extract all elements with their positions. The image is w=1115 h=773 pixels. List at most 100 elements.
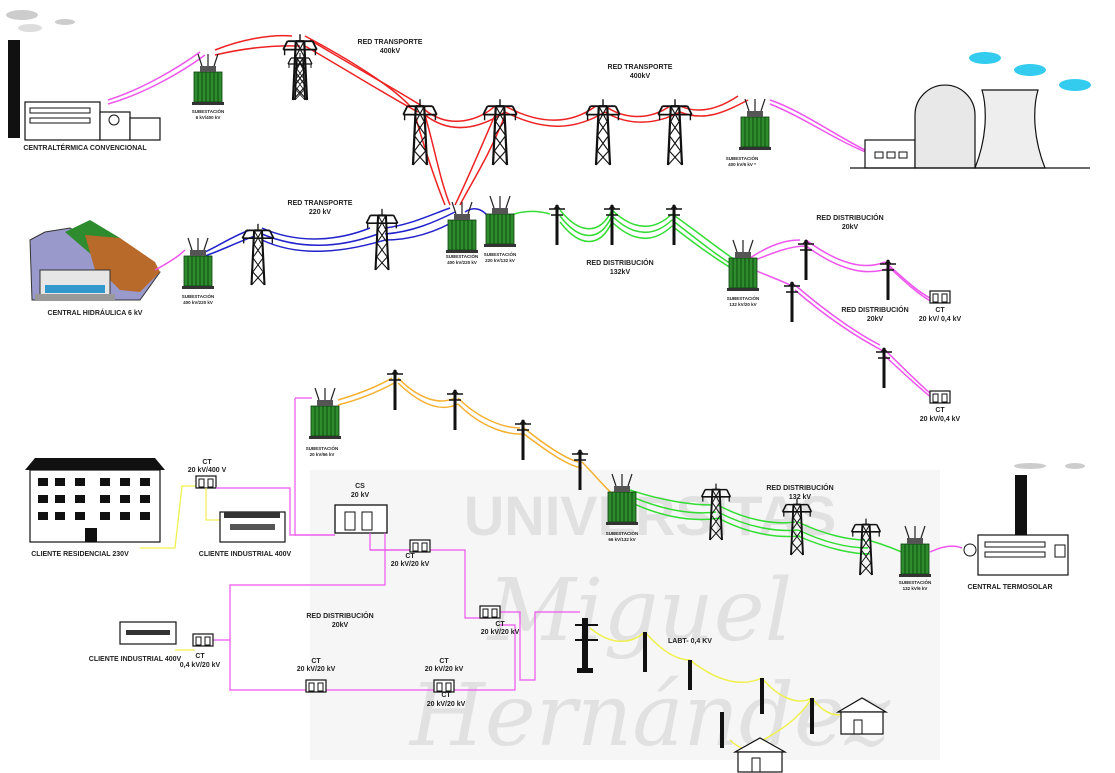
label-sub-220-132: SUBESTACIÓN [484, 250, 516, 257]
watermark-line3: Hernández [408, 666, 891, 766]
transformer-20-66 [308, 387, 342, 440]
label-ct-c: CT [405, 553, 415, 560]
label-ct-a-v: 20 kV/ 0,4 kV [919, 316, 962, 323]
label-sub-400-220-v: 400 kV/220 kV [447, 260, 477, 265]
label-sub-nuclear-v: 400 kV/6 kV * [728, 162, 756, 167]
label-red-distribucion-20b: RED DISTRIBUCIÓN [841, 305, 908, 314]
label-sub-termosolar-v: 132 kV/6 kV [903, 586, 928, 591]
label-red-transporte-400b: RED TRANSPORTE [608, 64, 673, 71]
label-sub-132-20-v: 132 kV/20 kV [729, 302, 756, 307]
label-red-transporte-400a-v: 400kV [380, 48, 401, 55]
label-ct-c-v: 20 kV/20 kV [391, 561, 430, 568]
label-red-distribucion-132b: RED DISTRIBUCIÓN [766, 483, 833, 492]
industrial-400v-a [219, 511, 286, 543]
label-ct-g-v: 20 kV/20 kV [427, 701, 466, 708]
label-red-transporte-400b-v: 400kV [630, 73, 651, 80]
ct-box-f [433, 679, 455, 693]
label-cliente-industrial-b: CLIENTE INDUSTRIAL 400V [89, 656, 182, 663]
label-ct-b: CT [935, 407, 945, 414]
ct-box-res [195, 475, 217, 489]
lines-distribution-66 [337, 377, 616, 497]
ct-box-b [929, 390, 951, 404]
lines-transport-400 [107, 34, 869, 206]
industrial-400v-b [119, 621, 177, 645]
label-sub-termica-v: 6 kV/400 kV [196, 115, 221, 120]
label-sub-220-132-v: 220 kV/132 kV [485, 258, 515, 263]
label-ct-b-v: 20 kV/0,4 kV [920, 416, 961, 423]
label-cs: CS [355, 483, 365, 490]
label-red-distribucion-20a-v: 20kV [842, 224, 859, 231]
central-termosolar [963, 463, 1085, 576]
label-ct-d: CT [195, 653, 205, 660]
ct-box-c [409, 539, 431, 553]
label-red-distribucion-132b-v: 132 kV [789, 494, 812, 501]
ct-box-h [479, 605, 501, 619]
label-red-distribucion-20c-v: 20kV [332, 622, 349, 629]
tower-400-1b [282, 33, 318, 102]
label-sub-66-132-v: 66 kV/132 kV [608, 537, 635, 542]
pole-20-2 [878, 258, 898, 302]
transformer-hidraulica [181, 237, 215, 290]
label-red-transporte-400a: RED TRANSPORTE [358, 39, 423, 46]
transformer-nuclear [738, 98, 772, 151]
pole-66-1 [385, 368, 405, 412]
label-red-transporte-220: RED TRANSPORTE [288, 200, 353, 207]
watermark-line2: Miguel [486, 561, 792, 661]
label-red-transporte-220-v: 220 kV [309, 209, 332, 216]
label-ct-d-v: 0,4 kV/20 kV [180, 662, 221, 669]
central-termica-convencional [6, 10, 161, 141]
label-central-termica: CENTRALTÉRMICA CONVENCIONAL [23, 143, 147, 152]
pole-66-2 [445, 388, 465, 432]
label-ct-e-v: 20 kV/20 kV [297, 666, 336, 673]
label-cs-v: 20 kV [351, 492, 370, 499]
central-hidraulica [29, 220, 161, 301]
label-labt: LABT- 0,4 KV [668, 638, 712, 645]
label-cliente-industrial-400: CLIENTE INDUSTRIAL 400V [199, 551, 292, 558]
house-1 [835, 697, 889, 735]
label-red-distribucion-20a: RED DISTRIBUCIÓN [816, 213, 883, 222]
pole-66-3 [513, 418, 533, 462]
label-sub-hidraulica: SUBESTACIÓN [182, 292, 214, 299]
label-sub-132-20: SUBESTACIÓN [727, 294, 759, 301]
label-ct-res-v: 20 kV/400 V [188, 467, 227, 474]
label-sub-66-132: SUBESTACIÓN [606, 529, 638, 536]
label-ct-e: CT [311, 658, 321, 665]
label-sub-hidraulica-v: 400 kV/220 kV [183, 300, 213, 305]
label-sub-nuclear: SUBESTACIÓN [726, 154, 758, 161]
label-sub-400-220: SUBESTACIÓN [446, 252, 478, 259]
house-2 [732, 737, 788, 773]
label-red-distribucion-132: RED DISTRIBUCIÓN [586, 258, 653, 267]
residential-building [25, 458, 165, 543]
label-sub-termosolar: SUBESTACIÓN [899, 578, 931, 585]
label-cliente-residencial: CLIENTE RESIDENCIAL 230V [31, 551, 129, 558]
label-sub-20-66-v: 20 kV/66 kV [310, 452, 335, 457]
labt-pole-main [575, 618, 598, 673]
ct-box-d [192, 633, 214, 647]
label-ct-f: CT [439, 658, 449, 665]
transformer-132-20 [726, 239, 760, 292]
tower-220-1 [241, 222, 275, 287]
label-ct-g: CT [441, 692, 451, 699]
label-ct-h: CT [495, 621, 505, 628]
transformer-220-132 [483, 195, 517, 248]
label-red-distribucion-132-v: 132kV [610, 269, 631, 276]
ct-box-a [929, 290, 951, 304]
label-ct-h-v: 20 kV/20 kV [481, 629, 520, 636]
label-sub-termica: SUBESTACIÓN [192, 107, 224, 114]
lines-distribution-132b [629, 489, 911, 557]
cs-building [334, 504, 388, 534]
label-red-distribucion-20c: RED DISTRIBUCIÓN [306, 611, 373, 620]
labt-poles [643, 632, 814, 748]
tower-132-3 [664, 203, 684, 247]
label-ct-f-v: 20 kV/20 kV [425, 666, 464, 673]
label-central-termosolar: CENTRAL TERMOSOLAR [967, 584, 1052, 591]
label-sub-20-66: SUBESTACIÓN [306, 444, 338, 451]
label-central-hidraulica: CENTRAL HIDRÁULICA 6 kV [48, 308, 143, 317]
label-ct-a: CT [935, 307, 945, 314]
transformer-400-220 [445, 201, 479, 254]
ct-box-e [305, 679, 327, 693]
lines-distribution-20 [749, 239, 933, 399]
watermark-line1: UNIVERSITAS [464, 484, 836, 547]
central-nuclear [850, 52, 1091, 169]
